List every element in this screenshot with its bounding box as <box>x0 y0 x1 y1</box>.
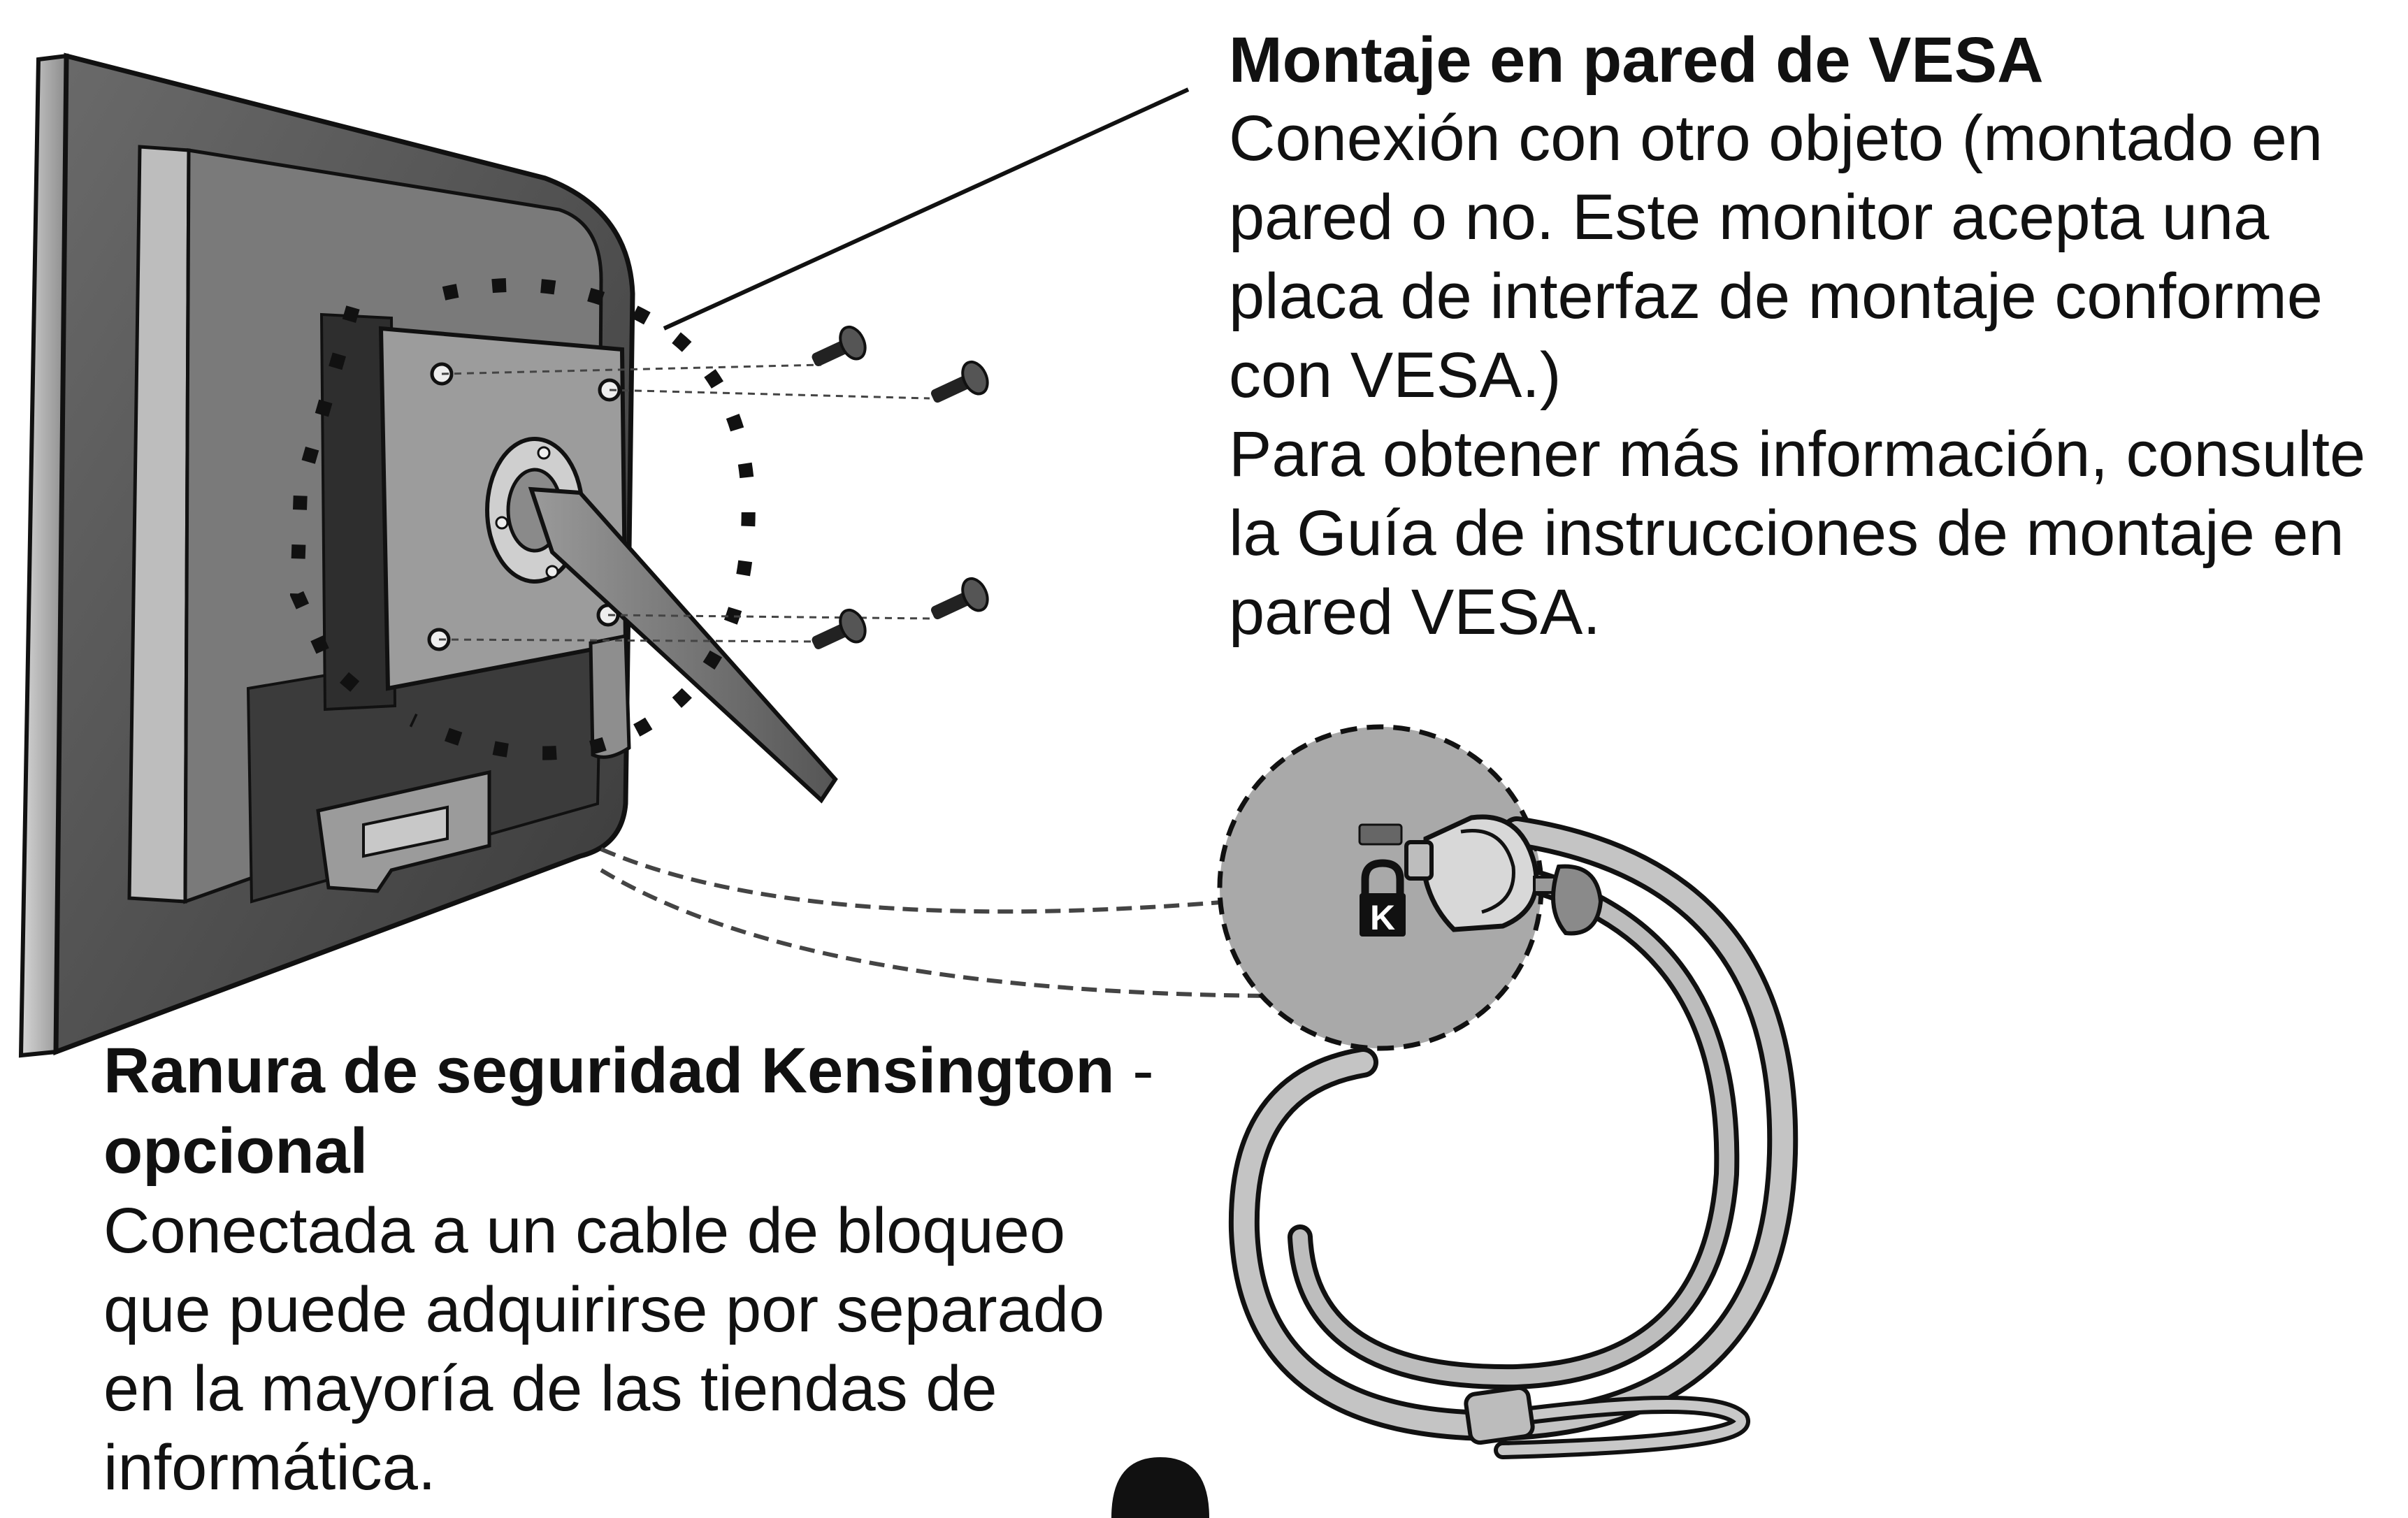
kensington-title: Ranura de seguridad Kensington - <box>103 1031 1292 1111</box>
kensington-title-text: Ranura de seguridad Kensington <box>103 1035 1115 1106</box>
security-slot <box>1358 823 1403 846</box>
padlock-icon: K <box>1360 859 1406 937</box>
vesa-title: Montaje en pared de VESA <box>1229 24 2044 96</box>
kensington-connector-lines <box>600 847 1273 998</box>
kensington-lock-cable-illustration: K <box>1217 724 1798 1459</box>
kensington-text-line: Conectada a un cable de bloqueo <box>103 1195 1066 1266</box>
vesa-text-line: placa de interfaz de montaje conforme <box>1229 261 2323 332</box>
kensington-title-line2: opcional <box>103 1115 368 1187</box>
vesa-text-line: con VESA.) <box>1229 340 1562 411</box>
page-circle-icon <box>1111 1457 1209 1518</box>
monitor-side-strip <box>127 145 191 904</box>
vesa-leader-line <box>663 87 1190 331</box>
mounting-area-dotted-outline <box>289 277 756 760</box>
vesa-text-line: Conexión con otro objeto (montado en <box>1229 103 2323 174</box>
monitor-back-illustration <box>18 52 838 1058</box>
vesa-backplate <box>319 312 397 711</box>
vesa-text-line: pared VESA. <box>1229 577 1601 648</box>
vesa-callout: Montaje en pared de VESA Conexión con ot… <box>1229 21 2403 652</box>
vesa-text-line: Para obtener más información, consulte <box>1229 419 2366 490</box>
kensington-title-suffix: - <box>1114 1035 1154 1106</box>
vesa-text-line: la Guía de instrucciones de montaje en <box>1229 498 2344 569</box>
vesa-text-line: pared o no. Este monitor acepta una <box>1229 182 2270 253</box>
kensington-text-line: que puede adquirirse por separado <box>103 1274 1105 1345</box>
stand-arm <box>528 486 838 804</box>
lock-head <box>1404 814 1603 936</box>
padlock-letter: K <box>1370 898 1395 937</box>
kensington-text-line: informática. <box>103 1432 436 1503</box>
screw-icon <box>438 325 989 649</box>
kensington-text-line: en la mayoría de las tiendas de <box>103 1353 997 1424</box>
kensington-callout: Ranura de seguridad Kensington - opciona… <box>103 1031 1292 1508</box>
